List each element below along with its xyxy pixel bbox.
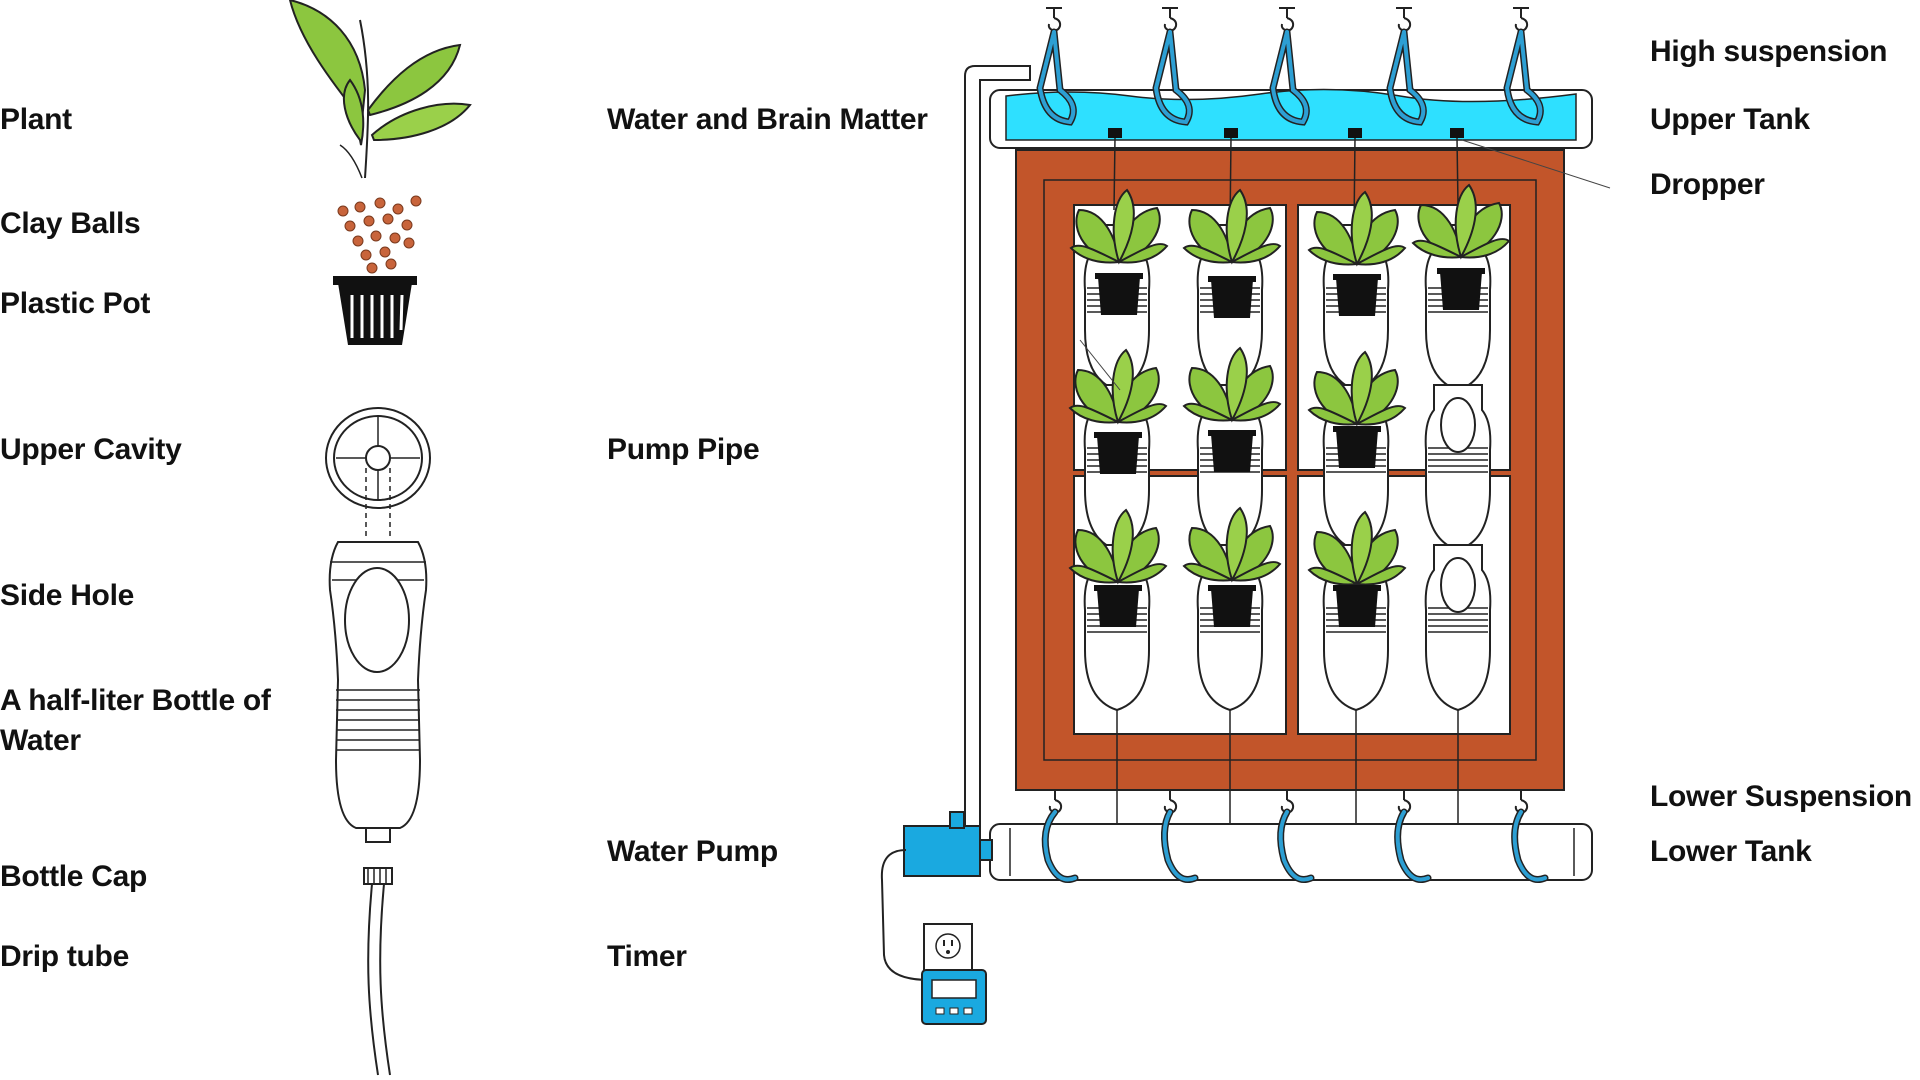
label-upper-tank: Upper Tank xyxy=(1650,103,1810,136)
label-water-brain-matter: Water and Brain Matter xyxy=(607,103,928,136)
label-bottle-cap: Bottle Cap xyxy=(0,860,148,893)
droppers xyxy=(1108,128,1464,138)
bottle-illustration xyxy=(328,541,428,843)
ceiling-hook-icon xyxy=(1045,7,1063,32)
label-bottle: A half-liter Bottle of Water xyxy=(0,684,271,757)
label-timer: Timer xyxy=(607,940,687,973)
upper-cavity-illustration xyxy=(325,407,431,540)
plant-illustration xyxy=(288,0,472,179)
label-side-hole: Side Hole xyxy=(0,579,134,612)
plant-leader-line xyxy=(1079,339,1121,391)
lower-suspension xyxy=(1041,789,1549,883)
power-cord xyxy=(880,849,931,981)
label-water-pump: Water Pump xyxy=(607,835,778,868)
label-plant: Plant xyxy=(0,103,72,136)
bottle-cap-illustration xyxy=(363,867,393,885)
label-plastic-pot: Plastic Pot xyxy=(0,287,151,320)
label-lower-tank: Lower Tank xyxy=(1650,835,1812,868)
digital-timer-icon xyxy=(921,969,987,1025)
ceiling-hook-icon xyxy=(1278,7,1296,32)
clay-balls-illustration xyxy=(337,195,422,274)
label-drip-tube: Drip tube xyxy=(0,940,129,973)
ceiling-hook-icon xyxy=(1161,7,1179,32)
label-upper-cavity: Upper Cavity xyxy=(0,433,182,466)
label-lower-suspension: Lower Suspension xyxy=(1650,780,1912,813)
label-clay-balls: Clay Balls xyxy=(0,207,141,240)
drip-tube-illustration xyxy=(367,883,391,1076)
mesh-pot-illustration xyxy=(333,276,417,345)
bottle-columns xyxy=(1083,224,1492,711)
ceiling-hook-icon xyxy=(1395,7,1413,32)
pump-pipe xyxy=(964,65,1031,831)
dropper-leader-line xyxy=(1461,139,1611,189)
high-suspension xyxy=(1036,7,1544,126)
label-pump-pipe: Pump Pipe xyxy=(607,433,760,466)
label-high-suspension: High suspension xyxy=(1650,35,1888,68)
label-dropper: Dropper xyxy=(1650,168,1765,201)
ceiling-hook-icon xyxy=(1512,7,1530,32)
